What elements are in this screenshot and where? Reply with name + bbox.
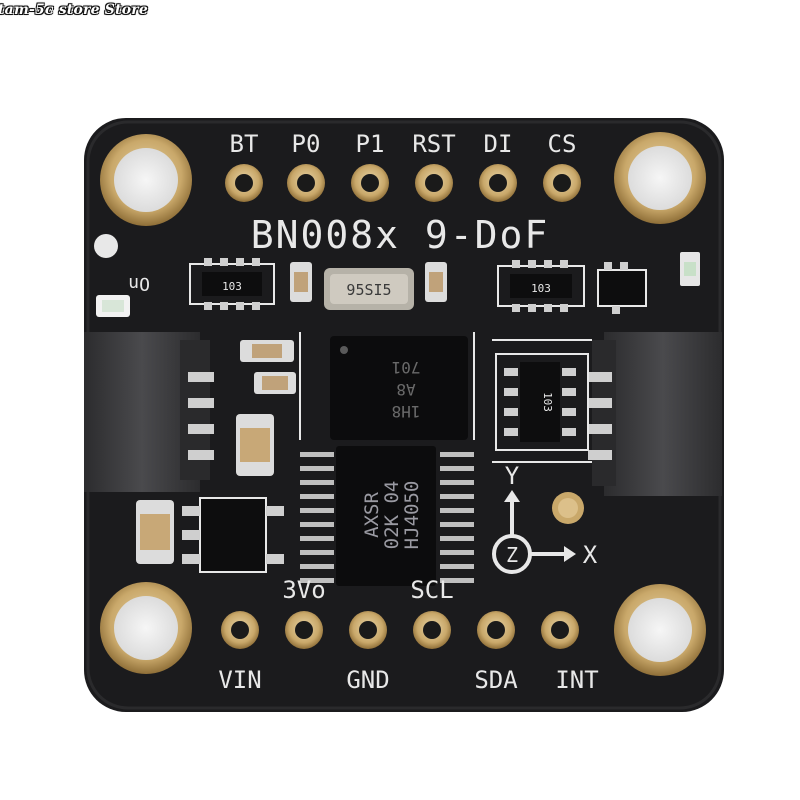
top-pin-header: [225, 164, 581, 202]
pin-label-rst: RST: [412, 130, 455, 158]
pin-label-cs: CS: [548, 130, 577, 158]
fiducial-mark: [552, 492, 584, 524]
bottom-pin-labels: 3Vo SCL VIN GND SDA INT: [218, 576, 598, 694]
axis-label-x: X: [583, 541, 598, 569]
board-title: BN008x 9-DoF: [251, 213, 550, 257]
axis-indicator: [492, 490, 576, 574]
top-pin-di: [479, 164, 517, 202]
led-top-right: [680, 252, 700, 286]
chip-upper-line-3: 1H8: [392, 402, 421, 421]
top-pin-labels: BT P0 P1 RST DI CS: [230, 130, 577, 158]
capacitor-bottom-left: [136, 500, 174, 564]
axis-label-y: Y: [505, 462, 520, 490]
bottom-pin-header: [221, 611, 579, 649]
bottom-pin-2: [285, 611, 323, 649]
led-label: On: [128, 273, 150, 294]
pin-label-di: DI: [484, 130, 513, 158]
top-pin-bt: [225, 164, 263, 202]
pin-label-vin: VIN: [218, 666, 261, 694]
store-watermark: tam-5c store Store: [0, 2, 148, 18]
bottom-pin-6: [541, 611, 579, 649]
pin-label-bt: BT: [230, 130, 259, 158]
resistor-pack-left: [189, 258, 275, 310]
pin-label-gnd: GND: [346, 666, 389, 694]
bottom-pin-4: [413, 611, 451, 649]
power-led: [94, 234, 130, 317]
resistor-marking-left: 103: [222, 280, 242, 293]
chip-upper: [330, 336, 468, 440]
top-pin-cs: [543, 164, 581, 202]
pin-label-scl: SCL: [410, 576, 453, 604]
axis-label-z: Z: [506, 543, 518, 567]
mounting-hole-bottom-right: [614, 584, 706, 676]
chip-upper-line-1: 701: [392, 358, 421, 377]
qwiic-connector-right: [588, 332, 722, 496]
transistor-top-right: [597, 262, 647, 314]
pin-label-sda: SDA: [474, 666, 518, 694]
chip-main-line-3: AXSR: [361, 492, 383, 538]
capacitor-large-left: [236, 414, 274, 476]
qwiic-connector-left: [84, 332, 214, 492]
crystal-marking: 95SI5: [346, 281, 391, 299]
top-pin-p1: [351, 164, 389, 202]
bottom-pin-3: [349, 611, 387, 649]
chip-main: [300, 446, 474, 586]
top-pin-p0: [287, 164, 325, 202]
resistor-marking-side: 103: [541, 392, 554, 412]
mounting-hole-top-right: [614, 132, 706, 224]
pin-label-3vo: 3Vo: [282, 576, 325, 604]
voltage-regulator: [182, 497, 284, 573]
chip-upper-marking: 701 A8 1H8: [392, 358, 421, 421]
chip-main-marking: HJ4050 02K 04 AXSR: [361, 481, 423, 550]
chip-main-line-2: 02K 04: [381, 481, 403, 550]
pin-label-p1: P1: [356, 130, 385, 158]
resistor-pack-right: [497, 260, 585, 312]
silkscreen-lines: [299, 332, 592, 463]
crystal-oscillator: [324, 268, 414, 310]
bottom-pin-1: [221, 611, 259, 649]
capacitor-mid-left-2: [254, 372, 296, 394]
mounting-hole-bottom-left: [100, 582, 192, 674]
pin-label-int: INT: [555, 666, 598, 694]
top-pin-rst: [415, 164, 453, 202]
chip-upper-line-2: A8: [396, 380, 415, 399]
resistor-marking-right: 103: [531, 282, 551, 295]
capacitor-mid-left-1: [240, 340, 294, 362]
mounting-hole-top-left: [100, 134, 192, 226]
capacitor-right-crystal: [425, 262, 447, 302]
chip-main-line-1: HJ4050: [401, 481, 423, 550]
pin-label-p0: P0: [292, 130, 321, 158]
resistor-pack-side: [495, 353, 589, 451]
bottom-pin-5: [477, 611, 515, 649]
capacitor-left-crystal: [290, 262, 312, 302]
